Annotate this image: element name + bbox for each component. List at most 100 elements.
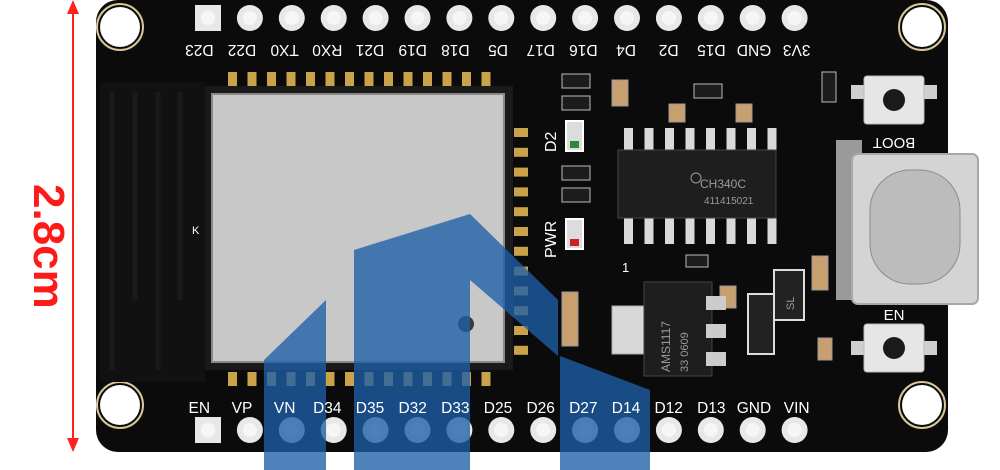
module-pad	[481, 372, 491, 386]
pin-label: D12	[654, 400, 683, 417]
chip-pin	[665, 128, 674, 152]
module-pad	[228, 372, 237, 386]
module-pad	[267, 72, 276, 86]
pin-label: VP	[231, 400, 253, 417]
pin-hole	[410, 11, 425, 25]
chip-pin	[767, 216, 777, 244]
pin-label: D15	[697, 41, 726, 58]
pin-hole	[787, 423, 802, 437]
pin-label: D21	[355, 41, 385, 58]
pin-label: D35	[355, 400, 385, 417]
module-pad	[286, 72, 296, 86]
pin-hole	[242, 423, 257, 437]
watermark	[264, 214, 650, 470]
pin-hole	[703, 11, 718, 25]
pin-label: D2	[658, 41, 679, 58]
pin-hole	[745, 11, 760, 25]
module-pad	[514, 187, 528, 197]
pin-label: D17	[526, 41, 555, 58]
regulator-sub-label: 33 0609	[679, 332, 691, 372]
top-header-pins	[195, 5, 808, 31]
diode-sl: SL	[773, 269, 805, 321]
module-pad	[514, 128, 528, 137]
dimension-arrow	[67, 0, 79, 452]
pin-hole	[536, 11, 551, 25]
pin-label: D26	[526, 400, 555, 417]
chip-pin	[644, 216, 654, 244]
pin-label: D14	[611, 400, 641, 417]
boot-button[interactable]: BOOT	[851, 75, 937, 151]
regulator-label: AMS1117	[659, 321, 673, 372]
pin-hole	[326, 11, 341, 25]
pin-hole	[242, 11, 257, 25]
pin-hole	[703, 423, 718, 437]
chip-pin	[767, 128, 777, 152]
pin-label: GND	[736, 41, 772, 58]
d2-silk-label: D2	[543, 131, 560, 152]
chip-code: 411415021	[704, 196, 754, 207]
boot-label: BOOT	[873, 134, 916, 151]
pin-hole	[452, 11, 467, 25]
chip-pin	[747, 128, 756, 152]
chip-pin	[685, 216, 695, 244]
usb-c-port	[836, 140, 979, 305]
module-pad	[423, 72, 432, 86]
smd-diode	[747, 293, 775, 355]
module-pad	[345, 372, 354, 386]
module-pad	[481, 72, 491, 86]
ch340c-chip: CH340C 411415021 1	[617, 128, 777, 275]
module-pad	[325, 72, 335, 86]
chip-pin	[726, 216, 736, 244]
pwr-led	[565, 218, 584, 250]
module-pad	[384, 72, 393, 86]
diode-label: SL	[785, 297, 797, 310]
pin-label: GND	[736, 400, 772, 417]
pin-hole	[284, 11, 299, 25]
pin-hole	[201, 423, 215, 437]
chip-pin	[644, 128, 654, 152]
pin-hole	[494, 423, 509, 437]
pin-hole	[787, 11, 802, 25]
pin-label: D25	[483, 400, 513, 417]
pin-label: D23	[185, 41, 214, 58]
d2-led	[565, 120, 584, 152]
resistors	[561, 71, 837, 268]
module-mark: K	[192, 225, 200, 237]
module-pad	[247, 72, 257, 86]
pin-hole	[494, 11, 509, 25]
ams1117-regulator: AMS1117 33 0609	[611, 281, 726, 377]
pin-label: D33	[441, 400, 470, 417]
module-pad	[325, 372, 335, 386]
chip-pin	[747, 216, 756, 244]
chip-pin	[665, 216, 674, 244]
pin-label: VN	[273, 400, 296, 417]
pin-label: 3V3	[782, 41, 811, 58]
en-button[interactable]: EN	[851, 307, 937, 373]
module-pad	[514, 326, 528, 335]
module-pad	[364, 72, 374, 86]
module-pad	[345, 72, 354, 86]
pin-hole	[536, 423, 551, 437]
chip-pin	[706, 128, 715, 152]
pin-one-label: 1	[622, 260, 629, 275]
module-pad	[514, 246, 528, 256]
pin-hole	[368, 11, 383, 25]
en-button-label: EN	[884, 307, 905, 324]
capacitors	[561, 79, 833, 361]
pwr-silk-label: PWR	[543, 221, 560, 258]
module-pad	[514, 207, 528, 217]
module-pad	[514, 345, 528, 355]
pin-hole	[661, 423, 676, 437]
chip-pin	[726, 128, 736, 152]
pin-label: D4	[616, 41, 636, 58]
pin-label: VIN	[783, 400, 810, 417]
pin-label: D34	[313, 400, 342, 417]
chip-pin	[624, 128, 633, 152]
chip-pin	[624, 216, 633, 244]
pin-label: D13	[697, 400, 726, 417]
pin-hole	[745, 423, 760, 437]
chip-pin	[685, 128, 695, 152]
